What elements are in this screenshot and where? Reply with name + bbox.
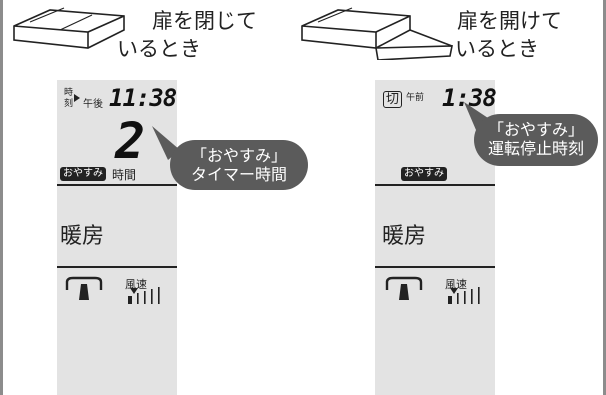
- right-callout-line2: 運転停止時刻: [487, 139, 584, 158]
- left-divider-lower: [57, 266, 177, 268]
- right-ampm: 午前: [406, 93, 425, 103]
- left-mode-label: 暖房: [60, 224, 105, 249]
- left-fan-label: 風速: [125, 278, 147, 291]
- right-callout: 「おやすみ」 運転停止時刻: [474, 114, 598, 166]
- left-callout: 「おやすみ」 タイマー時間: [170, 140, 308, 190]
- louver-icon: [385, 276, 423, 300]
- louver-icon: [65, 276, 103, 300]
- right-fan-label: 風速: [445, 278, 467, 291]
- right-mode-label: 暖房: [382, 224, 427, 249]
- fan-indicator-triangle-icon: [130, 288, 138, 294]
- fan-speed-bars-icon: [128, 287, 160, 304]
- play-indicator-icon: [74, 94, 80, 102]
- timer-hours-digit: 2: [115, 112, 146, 170]
- left-divider-upper: [57, 184, 177, 186]
- clock-label-bottom: 刻: [64, 99, 74, 109]
- remote-open-door-icon: [301, 7, 453, 60]
- oyasumi-badge: おやすみ: [401, 167, 447, 181]
- clock-label-top: 時: [64, 88, 74, 98]
- right-divider-upper: [375, 184, 495, 186]
- left-ampm: 午後: [83, 99, 103, 110]
- right-border: [603, 0, 606, 395]
- left-heading-line1: 扉を閉じて: [152, 9, 257, 33]
- right-heading-line2: いるとき: [455, 37, 539, 61]
- timer-unit-label: 時間: [112, 168, 137, 182]
- fan-speed-bars-icon: [448, 287, 480, 304]
- left-callout-line1: 「おやすみ」: [190, 146, 287, 165]
- left-border: [0, 0, 3, 395]
- right-divider-lower: [375, 266, 495, 268]
- fan-indicator-triangle-icon: [450, 288, 458, 294]
- left-heading-line2: いるとき: [117, 37, 201, 61]
- left-clock-time: 11:38: [109, 84, 177, 112]
- off-timer-symbol: 切: [383, 91, 403, 108]
- right-callout-line1: 「おやすみ」: [487, 120, 584, 139]
- right-heading-line1: 扉を開けて: [457, 9, 562, 33]
- left-callout-line2: タイマー時間: [190, 165, 287, 184]
- oyasumi-badge: おやすみ: [60, 167, 106, 181]
- remote-closed-door-icon: [13, 7, 125, 49]
